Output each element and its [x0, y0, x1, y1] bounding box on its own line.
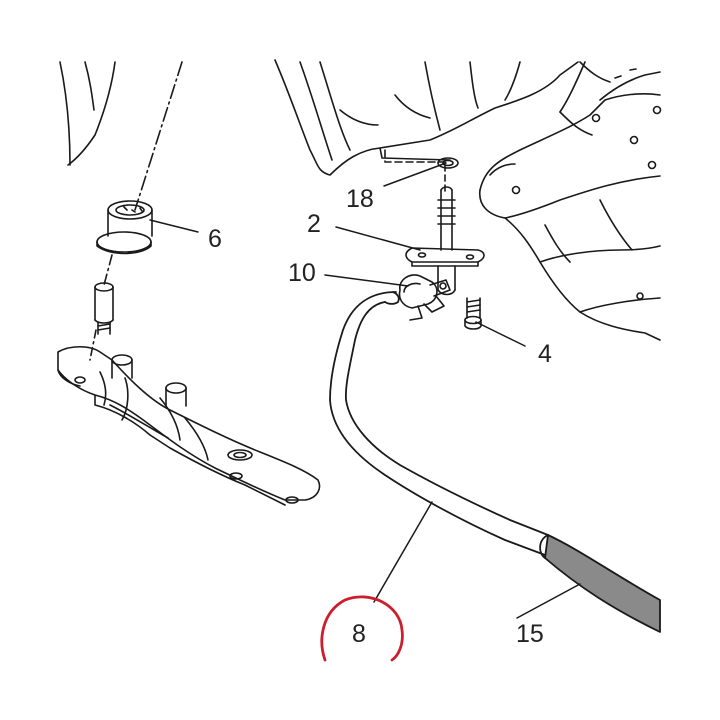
leader-lines [149, 162, 581, 619]
centerline-lower [103, 254, 113, 286]
centerline-bracket [384, 149, 446, 163]
callout-10: 10 [288, 259, 316, 287]
callout-15: 15 [516, 620, 544, 648]
washer-part-18 [437, 157, 459, 169]
left-body-outline [59, 61, 116, 166]
callout-18: 18 [346, 185, 374, 213]
engine-housing-outline [274, 59, 586, 176]
callout-4: 4 [538, 340, 552, 368]
callout-8: 8 [352, 620, 366, 648]
callout-6: 6 [208, 225, 222, 253]
flange-plate-part-2 [405, 247, 485, 296]
valve-stem [437, 186, 456, 251]
bushing-part-6 [96, 200, 153, 255]
centerline-stud [89, 329, 97, 361]
bolt-part-4 [464, 297, 482, 330]
hose-part-8 [329, 291, 549, 556]
hose-sleeve-part-15 [539, 534, 661, 633]
mounting-bracket-lower [57, 345, 321, 506]
stud-spacer [94, 282, 114, 335]
frame-bracket-outline [479, 61, 662, 341]
callout-2: 2 [307, 210, 321, 238]
highlight-ring [320, 595, 404, 662]
hose-clamp-part-10 [398, 274, 451, 321]
centerline-bushing [134, 61, 183, 211]
